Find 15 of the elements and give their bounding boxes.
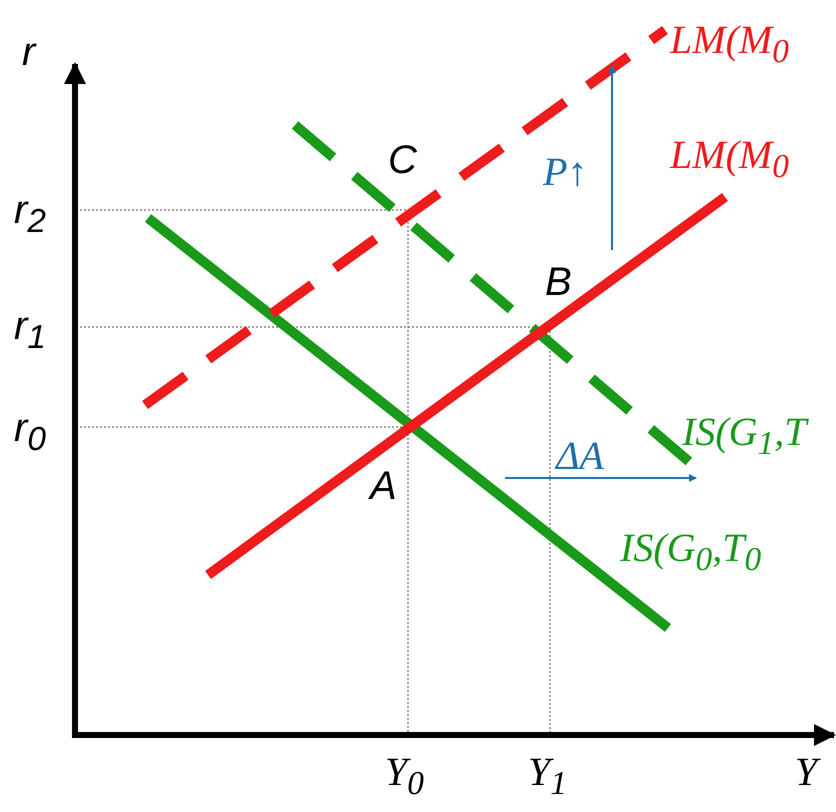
- axis-label: r$_{1}$: [14, 306, 46, 354]
- axis-label: r: [22, 32, 36, 72]
- axis-label: Y$_{0}$: [385, 752, 424, 800]
- point-label: A: [370, 466, 397, 506]
- point-label: C: [388, 140, 417, 180]
- axis-label: r$_{0}$: [14, 408, 46, 456]
- shift-label: P↑: [543, 152, 588, 192]
- axis-label: r$_{2}$: [14, 190, 46, 238]
- axis-label: Y$_{1}$: [528, 752, 567, 800]
- point-label: B: [545, 262, 572, 302]
- curve-label: IS(G$_{1}$,T: [682, 412, 806, 460]
- curve-label: IS(G$_{0}$,T$_{0}$: [620, 528, 762, 576]
- shift-label: ΔA: [556, 436, 604, 476]
- curve-label: LM(M$_{0}$: [670, 20, 789, 68]
- curve-label: LM(M$_{0}$: [670, 135, 789, 184]
